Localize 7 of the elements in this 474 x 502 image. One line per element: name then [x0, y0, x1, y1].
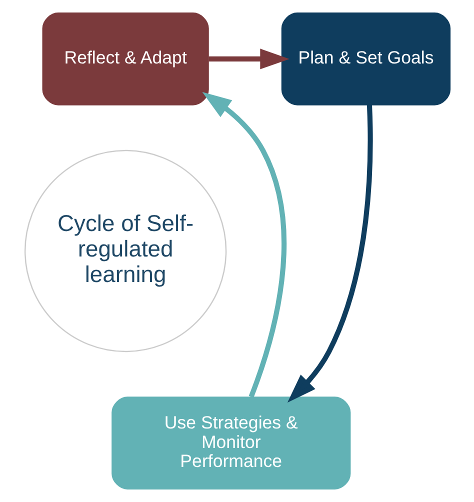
arrow: [286, 104, 372, 403]
node-circle: Cycle of Self-regulated learning: [24, 150, 226, 352]
node-box: Reflect & Adapt: [42, 12, 208, 106]
node-box: Use Strategies & Monitor Performance: [111, 396, 350, 490]
arrow: [208, 48, 289, 70]
node-box: Plan & Set Goals: [280, 12, 450, 106]
arrow: [202, 92, 286, 398]
